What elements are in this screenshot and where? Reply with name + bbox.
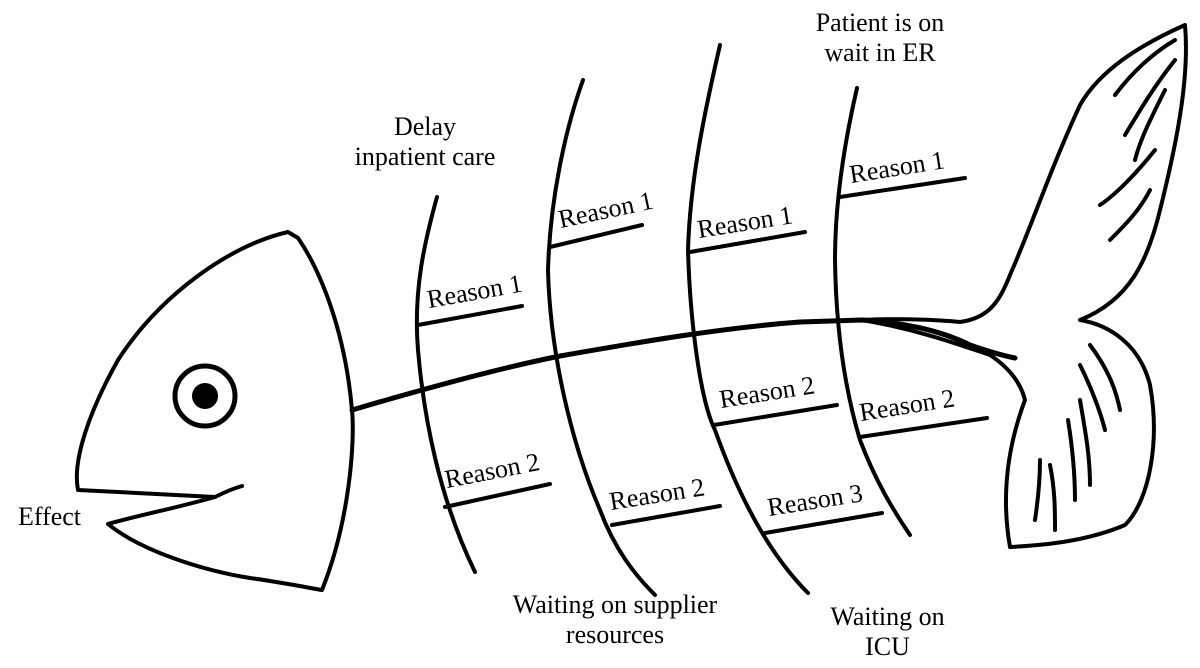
bone-delay-inpatient-care [414,195,477,574]
reason-line [763,511,884,535]
cause-title-delay-inpatient-care: Delay inpatient care [330,112,520,172]
tail-ray [1123,58,1177,137]
cause-title-line: Delay [393,112,457,141]
cause-title-waiting-icu: Waiting on ICU [800,602,975,662]
reason-line [688,230,807,254]
cause-title-patient-wait-er: Patient is on wait in ER [795,8,965,68]
cause-title-line: Waiting on supplier [512,590,718,619]
cause-title-line: wait in ER [824,38,936,67]
cause-title-line: Waiting on [830,602,945,631]
tail-ray [1113,38,1177,97]
cause-title-line: ICU [865,632,910,661]
reason-line [610,504,722,527]
cause-title-line: resources [565,620,665,649]
tail-ray [1048,463,1057,532]
tail-ray [1078,398,1092,487]
fish-tail [860,23,1188,549]
cause-title-line: Patient is on [815,8,945,37]
cause-title-line: inpatient care [354,142,496,171]
tail-ray [1108,188,1152,242]
bone-waiting-icu [686,43,810,595]
fish-spine [349,317,1018,413]
bone-waiting-supplier [546,78,657,597]
reason-line [838,176,967,199]
fish-head [74,230,355,592]
fish-mouth [213,484,244,499]
tail-ray [1078,363,1107,432]
tail-ray [1033,458,1042,522]
bone-patient-wait-er [833,86,912,537]
fish-eye-outer [172,363,238,429]
tail-ray [1133,88,1167,162]
fish-eye-pupil [192,383,218,409]
reason-line [443,482,552,509]
tail-ray [1066,418,1077,502]
reason-line [416,304,524,327]
tail-ray [1088,343,1122,412]
effect-label: Effect [18,502,82,531]
reason-line [548,223,644,249]
reason-line [712,403,839,427]
tail-ray [1098,148,1157,207]
cause-title-waiting-supplier: Waiting on supplier resources [480,590,750,650]
reason-line [858,416,989,439]
